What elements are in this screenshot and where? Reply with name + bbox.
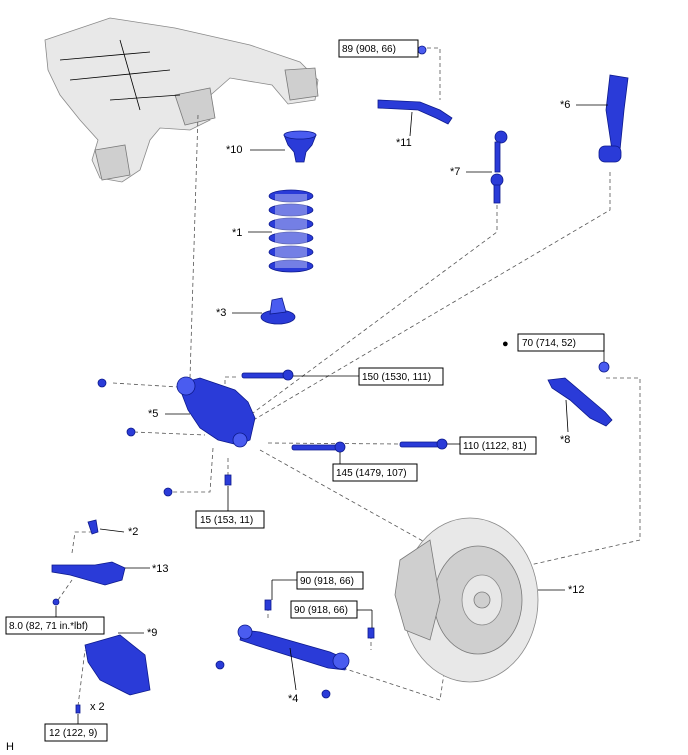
stabilizer-link-part <box>490 130 508 204</box>
torque-toe-arm: 70 (714, 52) <box>522 338 576 349</box>
bolts <box>241 369 448 453</box>
callout-2: *2 <box>128 526 138 538</box>
callout-3: *3 <box>216 307 226 319</box>
callout-1: *1 <box>232 227 242 239</box>
callout-13: *13 <box>152 563 169 575</box>
callout-8: *8 <box>560 434 570 446</box>
torque-90-b: 90 (918, 66) <box>294 605 348 616</box>
callout-11: *11 <box>396 137 412 149</box>
toe-arm-part <box>547 361 613 427</box>
rear-subframe <box>44 17 319 183</box>
shock-absorber-part <box>598 74 629 163</box>
stabilizer-bar-part <box>377 45 453 125</box>
cover-part <box>75 634 151 714</box>
torque-145: 145 (1479, 107) <box>336 468 407 479</box>
bump-stopper-part <box>283 130 317 163</box>
torque-90-a: 90 (918, 66) <box>300 576 354 587</box>
corner-mark: H <box>6 741 14 753</box>
callout-10: *10 <box>226 144 243 156</box>
bullet-marker: ● <box>502 338 509 350</box>
torque-boxes: 89 (908, 66) 70 (714, 52) ● 150 (1530, 1… <box>5 39 605 753</box>
torque-stabilizer: 89 (908, 66) <box>342 44 396 55</box>
torque-110: 110 (1122, 81) <box>463 441 527 452</box>
callout-9: *9 <box>147 627 157 639</box>
height-sensor-bracket-part <box>51 519 126 606</box>
quantity-note: x 2 <box>90 701 105 713</box>
callout-7: *7 <box>450 166 460 178</box>
coil-spring-part <box>268 189 314 273</box>
callout-12: *12 <box>568 584 585 596</box>
spring-seat-part <box>260 297 296 325</box>
lower-arm-part <box>97 376 256 497</box>
rear-arm-part <box>215 599 375 699</box>
callout-4: *4 <box>288 693 298 705</box>
brake-hub-assembly <box>394 517 539 683</box>
torque-150: 150 (1530, 111) <box>362 372 431 383</box>
torque-12: 12 (122, 9) <box>49 728 97 739</box>
callout-6: *6 <box>560 99 570 111</box>
torque-8: 8.0 (82, 71 in.*lbf) <box>9 621 88 632</box>
callout-labels: *10 *1 *3 *11 *7 *6 *5 *8 *2 *13 *9 *4 *… <box>99 99 608 705</box>
torque-15: 15 (153, 11) <box>200 515 253 526</box>
callout-5: *5 <box>148 408 158 420</box>
